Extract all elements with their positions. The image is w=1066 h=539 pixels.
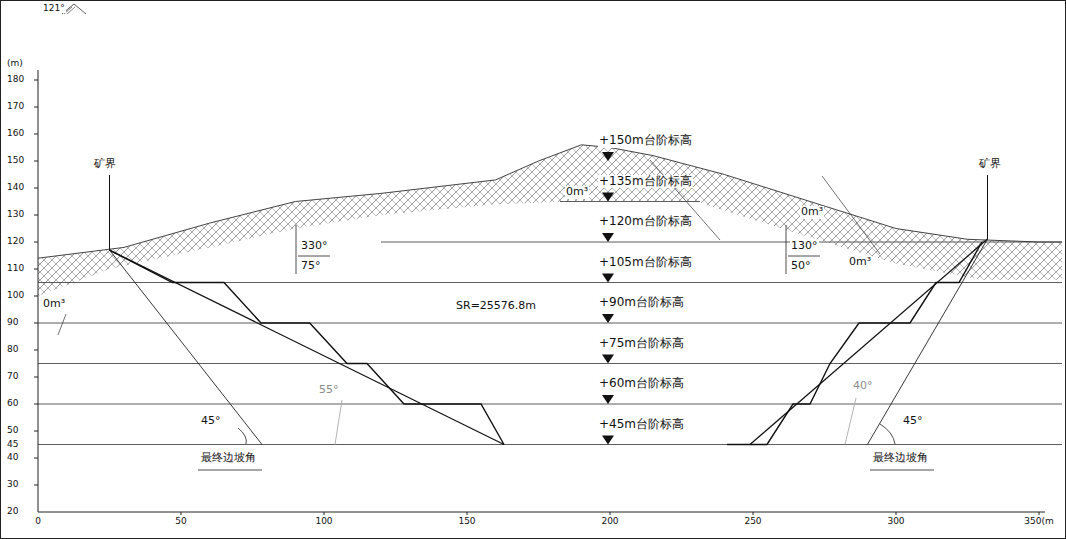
bench-level-label: +120m台阶标高 [598, 215, 693, 229]
final-slope-line [867, 239, 987, 445]
label-underline [870, 470, 934, 471]
volume-label: 0m³ [800, 206, 824, 219]
axis-tick-label: 160 [6, 128, 25, 138]
leader-line [58, 314, 66, 335]
slope-angle-label: 45° [902, 415, 924, 428]
boundary-line [987, 175, 988, 239]
ground-surface [38, 145, 1062, 258]
bench-level-label: +75m台阶标高 [598, 337, 685, 351]
axis-tick-label: 50 [174, 516, 187, 526]
axis-tick-label: 60 [6, 398, 19, 408]
axis-tick-label: 150 [457, 516, 476, 526]
axis-unit: (m) [6, 58, 24, 68]
bench-profile [727, 242, 982, 445]
axis-tick-label: 80 [6, 344, 19, 354]
axis-tick-label: 110 [6, 263, 25, 273]
axis-tick-label: 0 [34, 516, 42, 526]
grey-slope-line [845, 398, 856, 445]
bench-level-label: +105m台阶标高 [598, 256, 693, 270]
axis-tick-label: 20 [6, 506, 19, 516]
bench-level-label: +60m台阶标高 [598, 377, 685, 391]
axis-tick-label: 70 [6, 371, 19, 381]
axis-tick-label: 200 [600, 516, 619, 526]
rock-hatch [38, 145, 1062, 296]
bench-level-label: +90m台阶标高 [598, 296, 685, 310]
volume-label: 0m³ [42, 298, 66, 311]
axis-tick-label: 100 [314, 516, 333, 526]
area-label: SR=25576.8m [455, 300, 537, 313]
axis-tick-label: 150 [6, 155, 25, 165]
bench-level-label: +135m台阶标高 [598, 175, 693, 189]
orientation-label: 121° [42, 3, 66, 13]
dip-marker [298, 256, 330, 257]
boundary-line [109, 175, 110, 250]
slope-angle-label: 40° [852, 380, 874, 393]
dip-label: 50° [790, 260, 812, 273]
axis-tick-label: 350(m [1023, 516, 1054, 526]
slope-angle-label: 45° [200, 415, 222, 428]
axis-tick-label: 140 [6, 182, 25, 192]
axes [34, 70, 1045, 515]
volume-label: 0m³ [565, 186, 589, 199]
axis-tick-label: 170 [6, 101, 25, 111]
axis-tick-label: 40 [6, 452, 19, 462]
final-slope-label: 最终边坡角 [872, 452, 929, 465]
volume-label: 0m³ [848, 256, 872, 269]
dip-marker [786, 225, 787, 274]
axis-tick-label: 120 [6, 236, 25, 246]
label-underline [198, 470, 262, 471]
dip-label: 330° [300, 240, 329, 253]
dip-label: 130° [790, 240, 819, 253]
bench-profile [110, 250, 505, 444]
axis-tick-label: 250 [743, 516, 762, 526]
angle-arc [880, 424, 895, 444]
axis-tick-label: 180 [6, 74, 25, 84]
axis-tick-label: 45 [6, 439, 19, 449]
angle-arc [238, 428, 246, 444]
boundary-label: 矿界 [978, 158, 1002, 171]
bench-level-label: +45m台阶标高 [598, 418, 685, 432]
final-slope-line [110, 250, 263, 444]
final-slope-label: 最终边坡角 [200, 452, 257, 465]
axis-tick-label: 30 [6, 479, 19, 489]
axis-tick-label: 50 [6, 425, 19, 435]
boundary-label: 矿界 [93, 158, 117, 171]
leader-line [822, 176, 880, 254]
dip-marker [296, 225, 297, 274]
dip-label: 75° [300, 260, 322, 273]
overall-slope [110, 250, 505, 444]
dip-marker [788, 256, 820, 257]
bench-level-label: +150m台阶标高 [598, 134, 693, 148]
axis-tick-label: 90 [6, 317, 19, 327]
slope-angle-label: 55° [318, 384, 340, 397]
grey-slope-line [335, 400, 342, 445]
bench-lines [38, 202, 1062, 445]
axis-tick-label: 130 [6, 209, 25, 219]
axis-tick-label: 300 [886, 516, 905, 526]
axis-tick-label: 100 [6, 290, 25, 300]
